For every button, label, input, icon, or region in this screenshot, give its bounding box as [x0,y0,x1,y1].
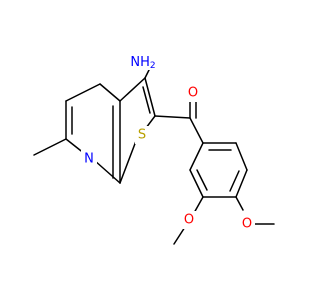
bond [235,196,244,211]
double-bond-inner [196,169,208,191]
label-mask [186,84,202,102]
amine-text: NH [130,55,150,70]
bond [93,159,121,184]
double-bond-inner [229,170,240,192]
bond [189,142,204,171]
sulfur-label: S [138,128,146,143]
methoxy-groups [173,196,275,245]
bond [235,142,248,171]
molecule-canvas: NH2 O S N O O [33,52,275,245]
pyridine-nitrogen-label: N [84,152,94,167]
amine-label: NH2 [130,55,155,71]
bond [189,117,204,144]
bond [65,83,101,102]
label-mask [81,150,97,168]
bond [119,140,137,184]
label-mask [128,52,164,70]
bond [173,226,186,245]
label-mask [239,215,255,233]
amine-subscript: 2 [150,61,156,71]
label-mask [135,126,151,144]
atom-labels: NH2 O S N O O [81,52,255,233]
carbonyl-group [154,101,197,119]
bond [193,196,204,214]
benzene-ring [189,117,248,198]
methoxy-oxygen-para-label: O [242,217,252,232]
methoxy-oxygen-meta-label: O [184,213,194,228]
pyridine-ring [65,83,121,184]
thiophene-ring [119,77,156,184]
bond [119,77,146,102]
ketone-oxygen-label: O [188,86,198,101]
bond [235,169,248,198]
molecule-structure: NH2 O S N O O [33,52,275,245]
methyl-bond [33,138,67,156]
double-bond-inner [142,86,151,114]
bond [99,83,121,102]
bond [189,169,204,198]
bond [144,77,156,117]
bond [154,115,191,119]
label-mask [181,211,197,229]
